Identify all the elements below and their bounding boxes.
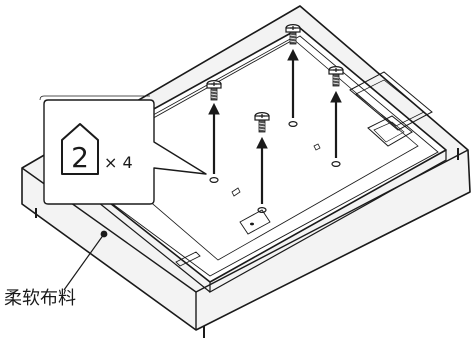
cloth-leader [63,230,108,291]
cloth-label: 柔软布料 [4,288,76,309]
part-badge-icon [61,123,99,175]
screw-icon [328,65,344,87]
screw-hole [257,207,267,214]
screw-icon [254,111,270,133]
screw-holes [209,120,341,214]
screw-hole [331,161,341,168]
screw-icon [206,79,222,101]
screw-hole [288,120,298,127]
screw-icon [285,23,301,45]
part-number: 2 [71,141,89,174]
callout: 2 × 4 [39,95,207,205]
insert-arrows [208,48,342,204]
screw-hole [209,177,219,184]
quantity-text: × 4 [104,153,133,172]
screws [206,23,344,133]
